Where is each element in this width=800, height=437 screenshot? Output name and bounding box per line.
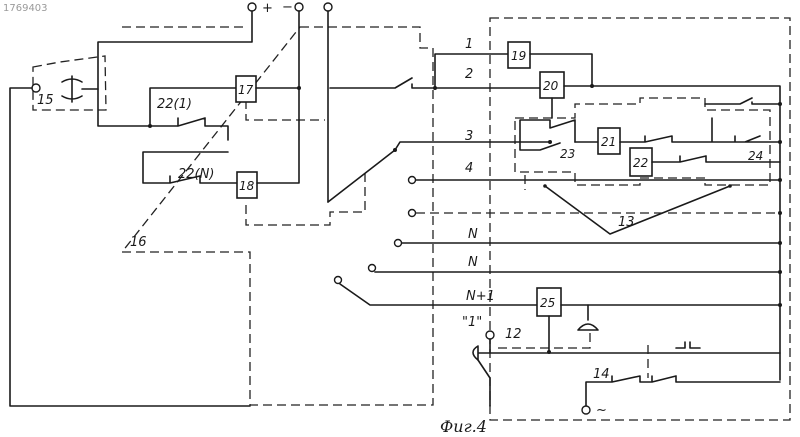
figure-caption: Фиг.4 [440, 417, 487, 436]
enclosure-17-link [246, 100, 325, 120]
line-N1-terminal[interactable] [395, 240, 402, 247]
line-N2-terminal[interactable] [369, 265, 376, 272]
label-16: 16 [130, 235, 147, 250]
line-5-terminal[interactable] [409, 210, 416, 217]
label-18: 18 [239, 179, 255, 193]
bell-icon [473, 339, 490, 360]
label-17: 17 [238, 83, 254, 97]
ac-sign: ~ [596, 403, 607, 418]
label-20: 20 [543, 79, 559, 93]
label-24: 24 [748, 149, 763, 163]
label-line-N1: N [468, 227, 478, 242]
enclosure-16 [122, 27, 433, 405]
contact-23 [520, 120, 575, 150]
label-line-N2: N [468, 255, 478, 270]
label-14: 14 [593, 367, 610, 382]
main-switch [330, 78, 435, 88]
minus-sign: − [282, 0, 293, 15]
label-line-1: 1 [465, 37, 473, 52]
patent-ref-number: 1769403 [3, 3, 48, 14]
enclosure-18-link [246, 168, 365, 225]
button-1-terminal[interactable] [486, 331, 494, 339]
line-N-plus-1-terminal[interactable] [335, 277, 342, 284]
label-22: 22 [633, 156, 648, 170]
label-12: 12 [505, 327, 522, 342]
label-quote-1: "1" [462, 315, 482, 330]
line-4-terminal[interactable] [409, 177, 416, 184]
plus-terminal[interactable] [248, 3, 256, 11]
label-23: 23 [560, 147, 575, 161]
contacts-14 [586, 376, 780, 406]
label-line-N-plus-1: N+1 [466, 289, 495, 304]
contact-22-1 [150, 118, 228, 140]
minus-terminal[interactable] [295, 3, 303, 11]
label-13: 13 [618, 215, 635, 230]
label-contact-22-1: 22(1) [157, 97, 192, 112]
label-19: 19 [511, 49, 526, 63]
label-21: 21 [601, 135, 616, 149]
label-25: 25 [540, 296, 555, 310]
label-line-2: 2 [465, 67, 473, 82]
label-line-4: 4 [465, 161, 473, 176]
indicator-lamp-icon [578, 305, 598, 330]
selector-wiper [328, 150, 395, 202]
contact-24 [620, 118, 780, 142]
ac-terminal[interactable] [582, 406, 590, 414]
selector-13-fan [545, 186, 730, 234]
plus-sign: + [262, 1, 273, 16]
unit-15-terminal[interactable] [32, 84, 40, 92]
unit-15-coil-icon [62, 76, 82, 102]
common-terminal[interactable] [324, 3, 332, 11]
enclosure-right [490, 18, 790, 420]
label-15: 15 [37, 93, 54, 108]
